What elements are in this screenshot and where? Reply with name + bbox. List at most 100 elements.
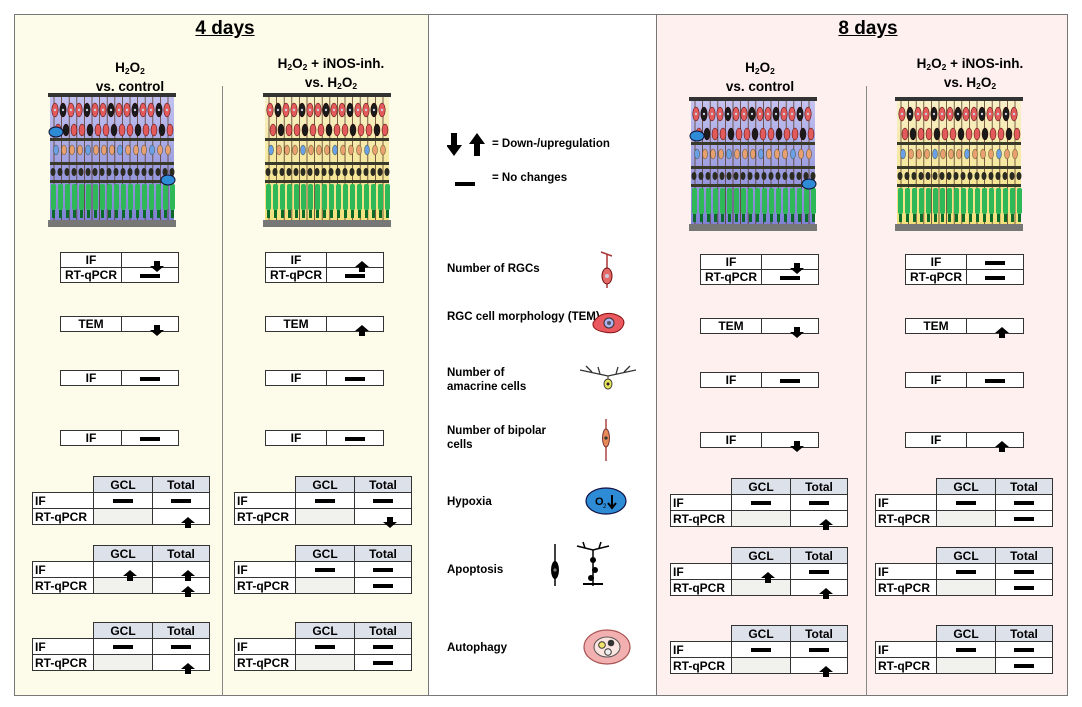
tem-table-8d-h2o2: TEM bbox=[700, 318, 819, 338]
method-label: IF bbox=[930, 433, 942, 447]
method-label: GCL bbox=[312, 477, 338, 492]
method-label: Total bbox=[1010, 548, 1038, 563]
method-label: GCL bbox=[110, 546, 136, 561]
method-label: Total bbox=[1010, 479, 1038, 494]
method-label: RT-qPCR bbox=[878, 580, 930, 595]
svg-text:O: O bbox=[595, 496, 604, 508]
method-label: TEM bbox=[718, 319, 744, 333]
no-change-bar-icon bbox=[171, 645, 191, 650]
method-label: IF bbox=[673, 564, 684, 579]
no-change-bar-icon bbox=[985, 378, 1005, 383]
method-label: IF bbox=[237, 639, 248, 654]
legend-amacrine-label: Number of amacrine cells bbox=[447, 367, 527, 393]
autophagy-icon bbox=[582, 628, 632, 671]
method-label: RT-qPCR bbox=[35, 509, 87, 524]
no-change-bar-icon bbox=[780, 378, 800, 383]
no-change-bar-icon bbox=[809, 501, 829, 506]
no-change-bar-icon bbox=[1014, 664, 1034, 669]
method-label: TEM bbox=[923, 319, 949, 333]
method-label: Total bbox=[369, 477, 397, 492]
method-label: RT-qPCR bbox=[910, 270, 962, 284]
no-change-bar-icon bbox=[373, 661, 393, 666]
rgc-morphology-icon bbox=[590, 310, 628, 341]
legend-rgc-morph-label: RGC cell morphology (TEM) bbox=[447, 311, 600, 323]
method-label: TEM bbox=[283, 317, 309, 331]
no-change-bar-icon bbox=[171, 499, 191, 504]
legend-bipolar-label: Number of bipolar cells bbox=[447, 425, 547, 451]
retina-image-8d-inos bbox=[895, 96, 1023, 232]
method-label: RT-qPCR bbox=[270, 268, 322, 282]
method-label: TEM bbox=[78, 317, 104, 331]
method-label: IF bbox=[673, 495, 684, 510]
no-change-bar-icon bbox=[1014, 586, 1034, 591]
method-label: RT-qPCR bbox=[35, 578, 87, 593]
method-label: RT-qPCR bbox=[237, 578, 289, 593]
method-label: IF bbox=[673, 642, 684, 657]
retina-image-4d-inos bbox=[263, 92, 391, 228]
method-label: IF bbox=[290, 253, 302, 267]
method-label: IF bbox=[290, 431, 302, 445]
method-label: GCL bbox=[312, 546, 338, 561]
no-change-bar-icon bbox=[1014, 501, 1034, 506]
method-label: IF bbox=[35, 639, 46, 654]
no-change-bar-icon bbox=[1014, 570, 1034, 575]
title-8-days: 8 days bbox=[838, 18, 898, 39]
legend-rgc-label: Number of RGCs bbox=[447, 263, 540, 275]
method-label: GCL bbox=[953, 479, 979, 494]
legend-hypoxia-label: Hypoxia bbox=[447, 496, 492, 508]
no-change-bar-icon bbox=[315, 499, 335, 504]
no-change-bar-icon bbox=[985, 275, 1005, 280]
no-change-bar-icon bbox=[345, 376, 365, 381]
no-change-bar-icon bbox=[113, 499, 133, 504]
method-label: IF bbox=[85, 253, 97, 267]
method-label: IF bbox=[290, 371, 302, 385]
no-change-bar-icon bbox=[113, 645, 133, 650]
no-change-bar-icon bbox=[345, 273, 365, 278]
method-label: RT-qPCR bbox=[878, 511, 930, 526]
no-change-bar-icon bbox=[956, 648, 976, 653]
amacrine-table-4d-h2o2: IF bbox=[60, 370, 179, 386]
method-label: Total bbox=[167, 477, 195, 492]
no-change-bar-icon bbox=[1014, 517, 1034, 522]
divider-8-days bbox=[866, 86, 867, 696]
method-label: Total bbox=[805, 479, 833, 494]
bipolar-table-4d-inos: IF bbox=[265, 430, 384, 446]
no-change-bar-icon bbox=[809, 570, 829, 575]
legend-updown-label: = Down-/upregulation bbox=[492, 138, 610, 150]
no-change-bar-icon bbox=[985, 260, 1005, 265]
method-label: IF bbox=[878, 642, 889, 657]
header-8d-inos: H2O2 + iNOS-inh.vs. H2O2 bbox=[916, 56, 1024, 91]
method-label: GCL bbox=[110, 623, 136, 638]
method-label: RT-qPCR bbox=[237, 655, 289, 670]
no-change-bar-icon bbox=[140, 376, 160, 381]
no-change-bar-icon bbox=[140, 436, 160, 441]
method-label: IF bbox=[725, 433, 737, 447]
method-label: Total bbox=[167, 623, 195, 638]
method-label: IF bbox=[725, 373, 737, 387]
method-label: GCL bbox=[748, 626, 774, 641]
divider-4-days bbox=[222, 86, 223, 696]
method-label: IF bbox=[35, 493, 46, 508]
method-label: IF bbox=[237, 562, 248, 577]
tem-table-8d-inos: TEM bbox=[905, 318, 1024, 338]
no-change-bar-icon bbox=[455, 175, 475, 193]
amacrine-table-8d-h2o2: IF bbox=[700, 372, 819, 388]
panel-legend bbox=[428, 14, 657, 696]
bipolar-table-8d-h2o2: IF bbox=[700, 432, 819, 452]
method-label: Total bbox=[805, 548, 833, 563]
method-label: Total bbox=[369, 623, 397, 638]
legend-nochange-label: = No changes bbox=[492, 172, 568, 184]
method-label: GCL bbox=[953, 548, 979, 563]
